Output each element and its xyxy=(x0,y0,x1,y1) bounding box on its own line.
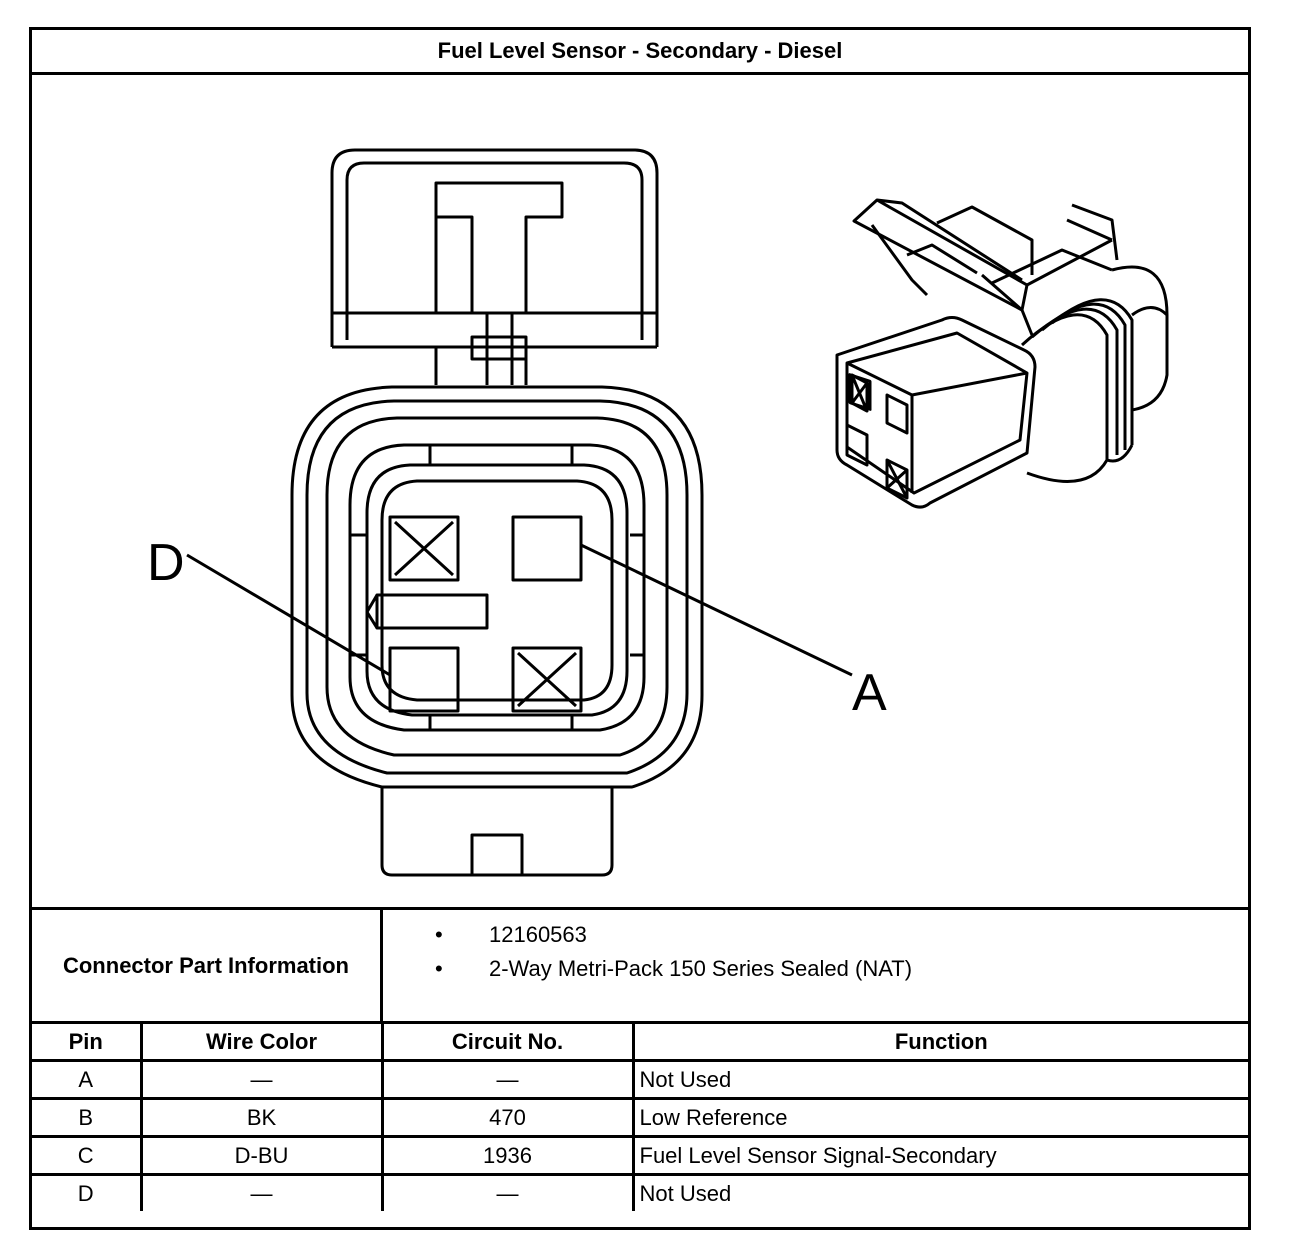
header-function: Function xyxy=(631,1024,1248,1062)
function-cell: Low Reference xyxy=(631,1097,1248,1138)
connector-sheet: Fuel Level Sensor - Secondary - Diesel xyxy=(29,27,1251,1230)
connector-series: 2-Way Metri-Pack 150 Series Sealed (NAT) xyxy=(383,952,912,986)
header-circuit-no: Circuit No. xyxy=(380,1024,635,1062)
sheet-title: Fuel Level Sensor - Secondary - Diesel xyxy=(32,30,1248,75)
part-number: 12160563 xyxy=(383,918,912,952)
pin-label-d: D xyxy=(147,534,185,592)
pin-table-header: Pin Wire Color Circuit No. Function xyxy=(32,1024,1248,1062)
table-row: A — — Not Used xyxy=(32,1059,1248,1100)
connector-face-view xyxy=(290,148,704,877)
wire-color-cell: BK xyxy=(139,1097,384,1138)
callout-line-a xyxy=(580,543,853,677)
function-cell: Not Used xyxy=(631,1173,1248,1211)
pin-cell: C xyxy=(32,1135,143,1176)
connector-drawing: D A xyxy=(147,148,1169,877)
table-row: C D-BU 1936 Fuel Level Sensor Signal-Sec… xyxy=(32,1135,1248,1176)
pin-label-a: A xyxy=(852,664,887,722)
table-row: B BK 470 Low Reference xyxy=(32,1097,1248,1138)
table-row: D — — Not Used xyxy=(32,1173,1248,1211)
callout-line-d xyxy=(186,553,391,677)
circuit-cell: — xyxy=(380,1173,635,1211)
function-cell: Fuel Level Sensor Signal-Secondary xyxy=(631,1135,1248,1176)
connector-part-info-list: 12160563 2-Way Metri-Pack 150 Series Sea… xyxy=(383,918,912,986)
pin-cell: A xyxy=(32,1059,143,1100)
wire-color-cell: D-BU xyxy=(139,1135,384,1176)
connector-part-info-label: Connector Part Information xyxy=(32,910,383,1021)
pin-cell: B xyxy=(32,1097,143,1138)
circuit-cell: 1936 xyxy=(380,1135,635,1176)
pin-table: Pin Wire Color Circuit No. Function A — … xyxy=(32,1024,1248,1211)
wire-color-cell: — xyxy=(139,1059,384,1100)
connector-isometric-view xyxy=(835,198,1169,509)
connector-part-info: Connector Part Information 12160563 2-Wa… xyxy=(32,907,1248,1024)
pin-cell: D xyxy=(32,1173,143,1211)
connector-diagram: D A xyxy=(32,75,1248,907)
wire-color-cell: — xyxy=(139,1173,384,1211)
circuit-cell: 470 xyxy=(380,1097,635,1138)
function-cell: Not Used xyxy=(631,1059,1248,1100)
header-pin: Pin xyxy=(32,1024,143,1062)
circuit-cell: — xyxy=(380,1059,635,1100)
header-wire-color: Wire Color xyxy=(139,1024,384,1062)
